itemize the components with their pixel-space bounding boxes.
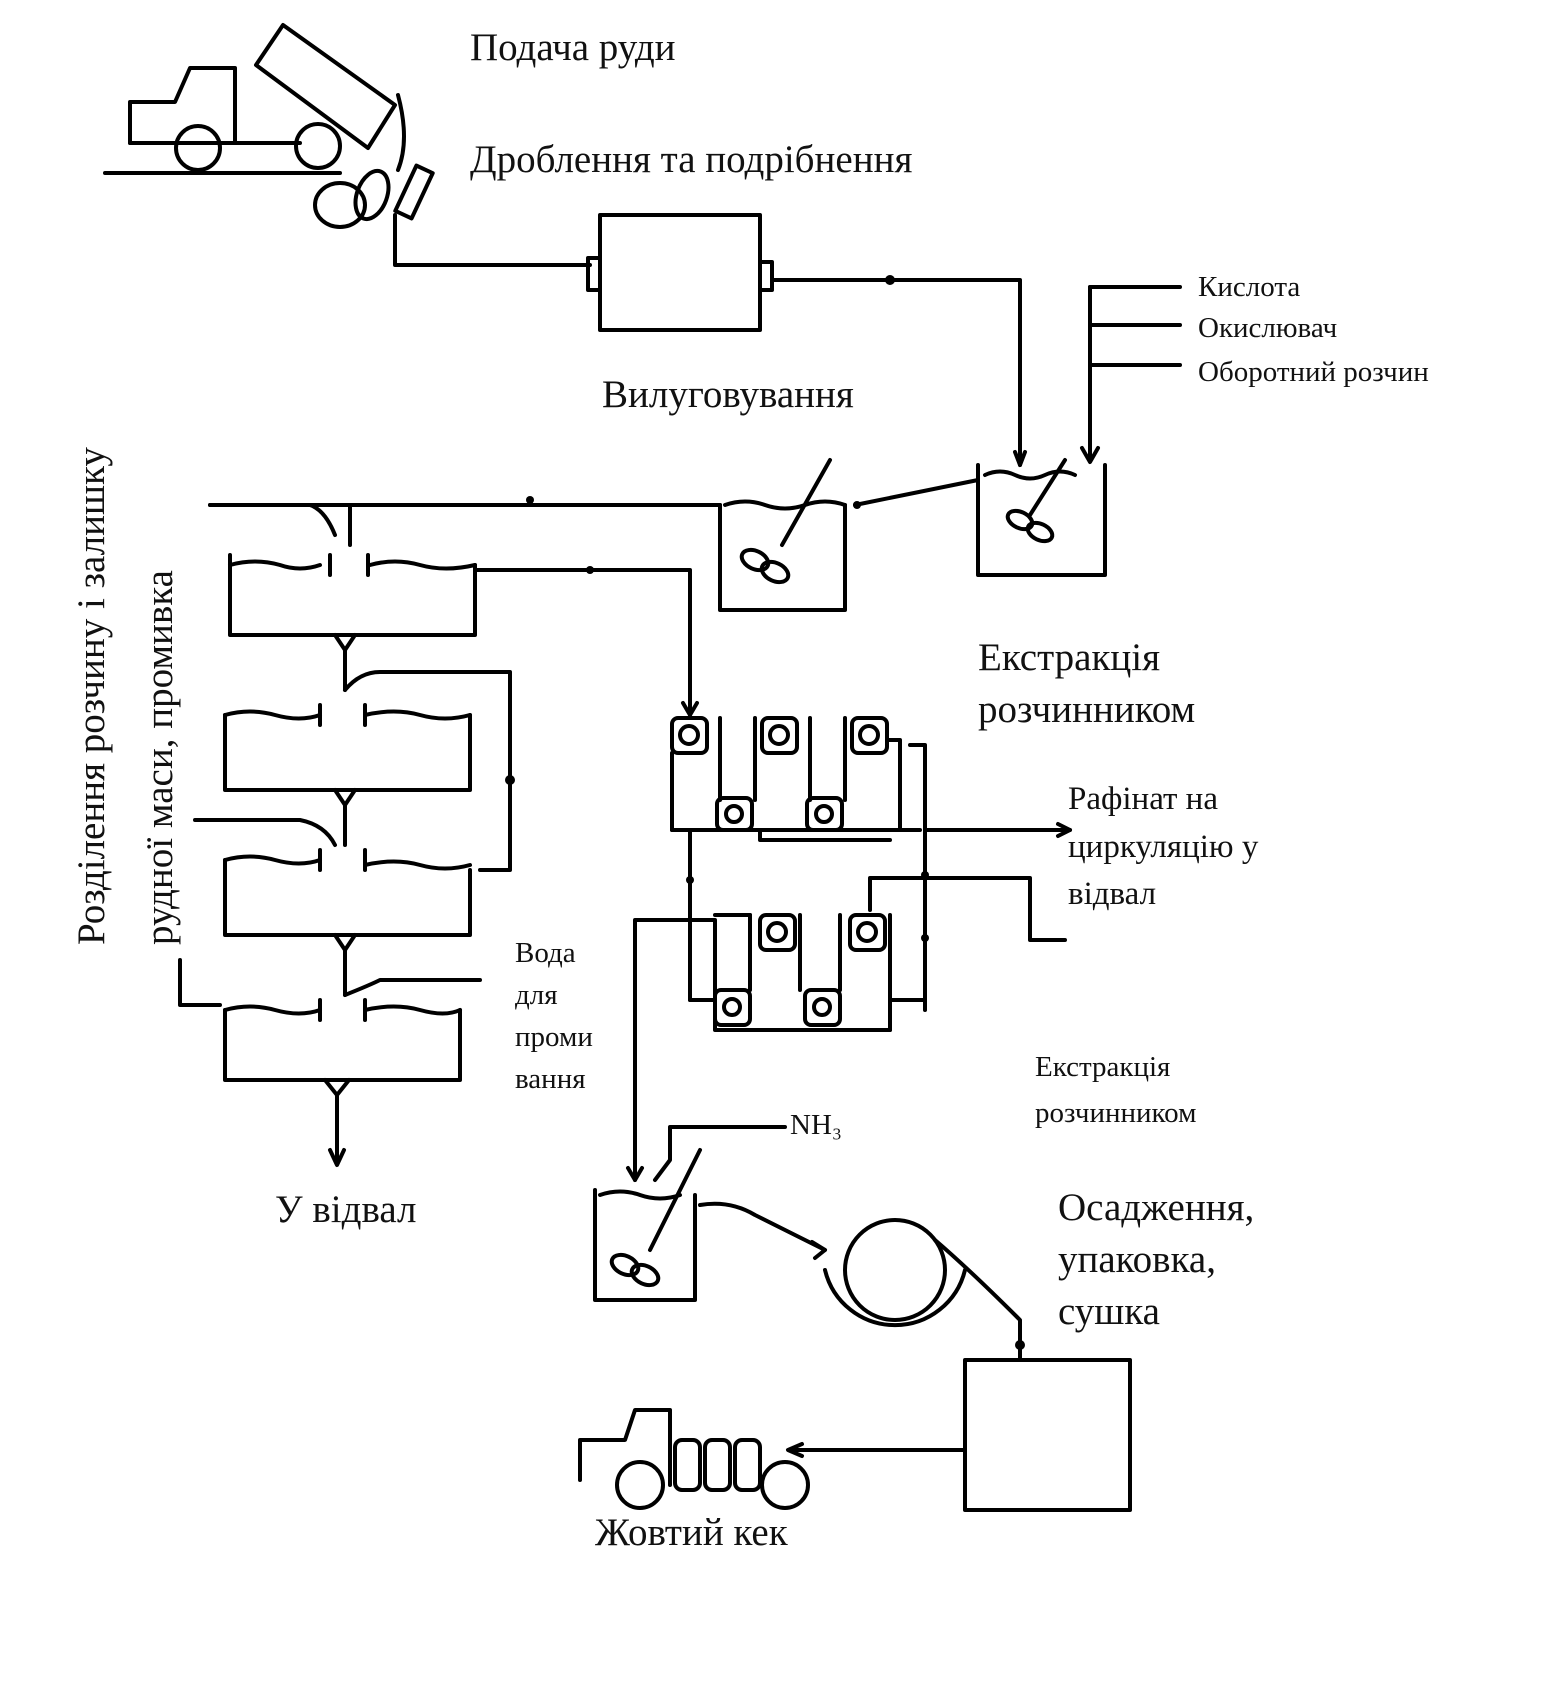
arrow-head — [681, 701, 699, 717]
flow-line-strip-to-precipitation — [633, 918, 692, 1182]
dump-truck-icon — [103, 23, 406, 175]
label-solvent-extraction-1-line-2: розчинником — [978, 688, 1196, 731]
label-crushing: Дроблення та подрібнення — [470, 138, 913, 181]
label-recycled-solution: Оборотний розчин — [1198, 356, 1429, 388]
label-precipitation-line-1: Осадження, — [1058, 1186, 1255, 1229]
label-wash-water-line-2: для — [515, 979, 558, 1011]
label-raffinate-line-1: Рафінат на — [1068, 781, 1218, 817]
solvent-extraction-unit-1 — [670, 716, 1072, 842]
label-solvent-extraction-1-line-1: Екстракція — [978, 636, 1161, 679]
label-raffinate-line-3: відвал — [1068, 876, 1157, 912]
label-solvent-extraction-2-line-1: Екстракція — [1035, 1051, 1171, 1083]
reagent-inlets — [1080, 285, 1182, 464]
crusher-icon — [313, 163, 592, 267]
label-ammonia: NH₃ — [790, 1109, 842, 1141]
solvent-extraction-unit-2 — [688, 913, 927, 1032]
label-oxidizer: Окислювач — [1198, 312, 1338, 344]
label-to-dump: У відвал — [275, 1188, 417, 1231]
ammonia-inlet — [653, 1125, 787, 1182]
label-acid: Кислота — [1198, 271, 1301, 303]
flow-junction — [686, 876, 694, 884]
label-leaching: Вилуговування — [602, 373, 854, 416]
precipitation-tank — [593, 1148, 827, 1302]
flow-junction — [921, 934, 929, 942]
label-precipitation-line-3: сушка — [1058, 1290, 1160, 1333]
label-wash-water-line-1: Вода — [515, 937, 576, 969]
label-raffinate-line-2: циркуляцію у — [1068, 829, 1259, 865]
label-precipitation-line-2: упаковка, — [1058, 1238, 1216, 1281]
thickener-3 — [193, 818, 472, 997]
flow-junction — [853, 501, 861, 509]
flow-junction — [526, 496, 534, 504]
dryer-packaging — [786, 1358, 1132, 1512]
grinding-mill-icon — [586, 213, 1027, 467]
leach-tank-right — [976, 458, 1107, 577]
flow-line-raffinate-loop — [868, 876, 1067, 942]
flow-line-leach-link — [853, 478, 980, 507]
flow-junction — [586, 566, 594, 574]
flow-line-overflow-to-extraction — [473, 568, 692, 717]
arrow-head — [626, 1166, 644, 1182]
thickener-2 — [223, 670, 515, 872]
label-yellow-cake: Жовтий кек — [595, 1511, 788, 1554]
filter-drum — [823, 1218, 1025, 1362]
label-solvent-extraction-2-line-2: розчинником — [1035, 1097, 1197, 1129]
yellow-cake-truck-icon — [578, 1408, 810, 1510]
label-wash-water-line-4: вання — [515, 1063, 586, 1095]
leach-tank-left — [718, 458, 847, 612]
thickener-4 — [178, 958, 482, 1167]
flow-junction — [921, 871, 929, 879]
label-separation-line-1: Розділення розчину і залишку — [70, 447, 113, 945]
label-wash-water-line-3: проми — [515, 1021, 593, 1053]
thickener-1 — [228, 503, 477, 692]
label-separation-line-2: рудної маси, промивка — [138, 570, 181, 945]
label-ore-feed: Подача руди — [470, 26, 676, 69]
